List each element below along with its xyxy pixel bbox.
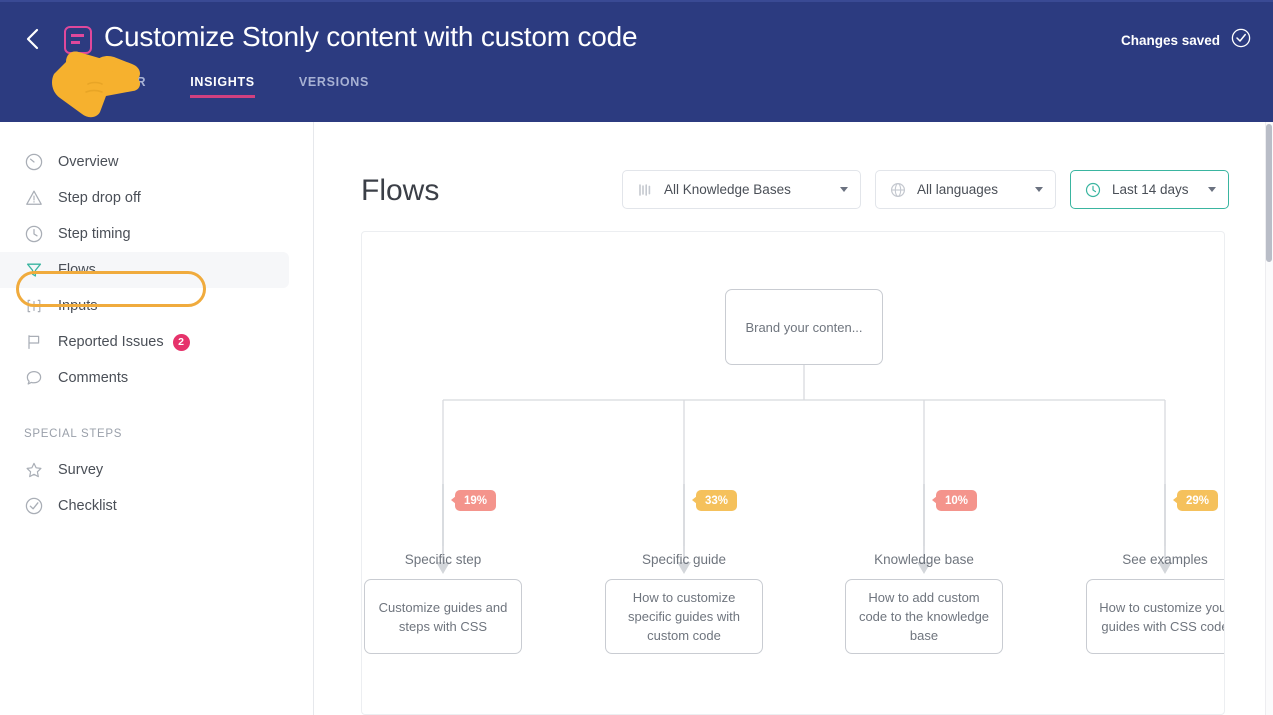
knowledge-base-icon [636, 181, 653, 198]
vertical-scrollbar-track[interactable] [1265, 122, 1273, 715]
flag-icon [24, 333, 43, 352]
flow-percent-badge[interactable]: 19% [450, 490, 497, 511]
sidebar-item-label: Reported Issues [58, 334, 164, 350]
clock-icon [1084, 181, 1101, 198]
check-circle-icon [1231, 28, 1251, 53]
branch-label-see-examples: See examples [1122, 552, 1208, 567]
flow-node-leaf[interactable]: How to customize specific guides with cu… [605, 579, 763, 654]
sidebar-item-survey[interactable]: Survey [0, 452, 289, 488]
back-button[interactable] [18, 24, 48, 54]
sidebar-item-overview[interactable]: Overview [0, 144, 289, 180]
check-circle-icon [24, 497, 43, 516]
sidebar-item-label: Comments [58, 370, 129, 386]
chevron-down-icon [1208, 187, 1216, 192]
language-filter[interactable]: All languages [875, 170, 1056, 209]
back-chevron-icon [25, 27, 41, 51]
sidebar-item-checklist[interactable]: Checklist [0, 488, 289, 524]
flow-node-leaf[interactable]: Customize guides and steps with CSS [364, 579, 522, 654]
tab-versions[interactable]: VERSIONS [298, 75, 370, 89]
sidebar-item-label: Overview [58, 154, 119, 170]
funnel-icon [24, 261, 43, 280]
brackets-icon [24, 297, 43, 316]
flow-node-leaf[interactable]: How to add custom code to the knowledge … [845, 579, 1003, 654]
flow-connectors [436, 365, 1172, 574]
sidebar-item-label: Checklist [58, 498, 117, 514]
flow-node-leaf[interactable]: How to customize your guides with CSS co… [1086, 579, 1224, 654]
app-header: Customize Stonly content with custom cod… [0, 0, 1273, 122]
knowledge-base-filter[interactable]: All Knowledge Bases [622, 170, 861, 209]
main-content: Flows All Knowledge Bases [314, 122, 1273, 715]
flow-percent-badge[interactable]: 29% [1172, 490, 1219, 511]
branch-label-specific-step: Specific step [404, 552, 482, 567]
flow-percent-badge[interactable]: 10% [931, 490, 978, 511]
chevron-down-icon [1035, 187, 1043, 192]
sidebar-item-label: Survey [58, 462, 104, 478]
flow-node-root[interactable]: Brand your conten... [725, 289, 883, 365]
branch-label-knowledge-base: Knowledge base [874, 552, 974, 567]
flow-percent-value: 10% [945, 494, 969, 507]
sidebar-item-comments[interactable]: Comments [0, 360, 289, 396]
branch-label-specific-guide: Specific guide [641, 552, 727, 567]
sidebar-item-reported-issues[interactable]: Reported Issues 2 [0, 324, 289, 360]
flow-percent-value: 29% [1186, 494, 1210, 507]
chevron-down-icon [840, 187, 848, 192]
header-tabs: EDITOR INSIGHTS VERSIONS [95, 75, 413, 98]
status-badge: 2 [172, 333, 190, 351]
sidebar-item-label: Flows [58, 262, 96, 278]
sidebar-item-flows[interactable]: Flows [0, 252, 289, 288]
flow-percent-value: 19% [464, 494, 488, 507]
filter-bar: All Knowledge Bases All languages [622, 170, 1229, 209]
star-icon [24, 461, 43, 480]
filter-label: All languages [917, 182, 999, 197]
sidebar-item-step-drop-off[interactable]: Step drop off [0, 180, 289, 216]
flow-diagram-card: Brand your conten... Specific step Speci… [361, 231, 1225, 715]
date-range-filter[interactable]: Last 14 days [1070, 170, 1229, 209]
guide-card-icon [64, 26, 92, 54]
flows-title: Flows [361, 174, 440, 207]
filter-label: All Knowledge Bases [664, 182, 791, 197]
clock-icon [24, 225, 43, 244]
sidebar-item-label: Step timing [58, 226, 131, 242]
vertical-scrollbar-thumb[interactable] [1266, 124, 1272, 262]
sidebar-section-title: SPECIAL STEPS [24, 428, 123, 440]
save-status: Changes saved [1121, 28, 1251, 53]
sidebar-item-inputs[interactable]: Inputs [0, 288, 289, 324]
sidebar-item-step-timing[interactable]: Step timing [0, 216, 289, 252]
speech-bubble-icon [24, 369, 43, 388]
save-status-label: Changes saved [1120, 33, 1220, 48]
tab-insights[interactable]: INSIGHTS [190, 75, 255, 98]
warning-triangle-icon [24, 189, 43, 208]
tab-editor[interactable]: EDITOR [95, 75, 147, 89]
sidebar-item-label: Step drop off [58, 190, 141, 206]
sidebar: Overview Step drop off Step timing Flows [0, 122, 314, 715]
flow-percent-badge[interactable]: 33% [691, 490, 738, 511]
flow-percent-value: 33% [705, 494, 729, 507]
filter-label: Last 14 days [1112, 182, 1189, 197]
globe-icon [889, 181, 906, 198]
gauge-icon [24, 153, 43, 172]
sidebar-item-label: Inputs [58, 298, 98, 314]
page-title: Customize Stonly content with custom cod… [104, 21, 638, 52]
